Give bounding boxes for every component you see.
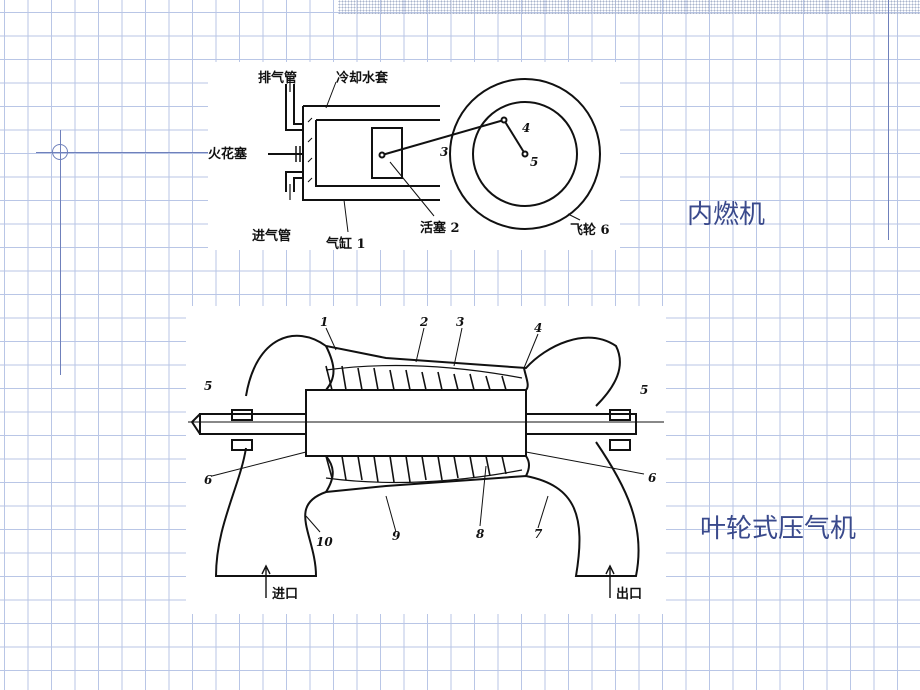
decorative-horizontal-line	[36, 152, 212, 153]
label-number-5-left: 5	[204, 379, 212, 393]
label-flywheel: 飞轮 6	[570, 222, 610, 238]
label-number-7: 7	[534, 527, 543, 541]
label-number-8: 8	[476, 527, 485, 541]
label-number-3: 3	[440, 145, 448, 159]
label-outlet: 出口	[616, 586, 642, 602]
label-number-4: 4	[534, 321, 542, 335]
label-spark-plug: 火花塞	[208, 146, 248, 162]
label-number-4: 4	[522, 121, 530, 135]
label-number-6-left: 6	[204, 473, 213, 487]
label-number-5-right: 5	[640, 383, 648, 397]
caption-compressor: 叶轮式压气机	[700, 514, 857, 544]
dotted-header-band	[338, 0, 920, 14]
label-number-6-right: 6	[648, 471, 657, 485]
label-number-2: 2	[419, 315, 428, 329]
label-number-1: 1	[320, 315, 328, 329]
label-number-3: 3	[456, 315, 464, 329]
label-inlet: 进口	[272, 587, 298, 602]
label-number-5: 5	[530, 155, 538, 169]
caption-engine: 内燃机	[687, 200, 766, 230]
label-cylinder: 气缸 1	[326, 236, 366, 250]
label-number-9: 9	[392, 529, 401, 543]
label-cooling-jacket: 冷却水套	[336, 70, 389, 86]
decorative-left-vertical-line	[60, 130, 61, 375]
label-piston: 活塞 2	[420, 220, 460, 236]
label-exhaust-pipe: 排气管	[258, 70, 297, 86]
label-intake-pipe: 进气管	[252, 228, 291, 244]
compressor-diagram: 1 2 3 4 5 5 6 6 7 8 9 10 进口 出口	[186, 306, 666, 614]
decorative-circle-marker	[52, 144, 68, 160]
decorative-vertical-line	[888, 0, 889, 240]
label-number-10: 10	[316, 535, 333, 549]
engine-diagram: 排气管 冷却水套 火花塞 进气管 气缸 1 活塞 2 飞轮 6 3 4 5	[208, 62, 620, 250]
